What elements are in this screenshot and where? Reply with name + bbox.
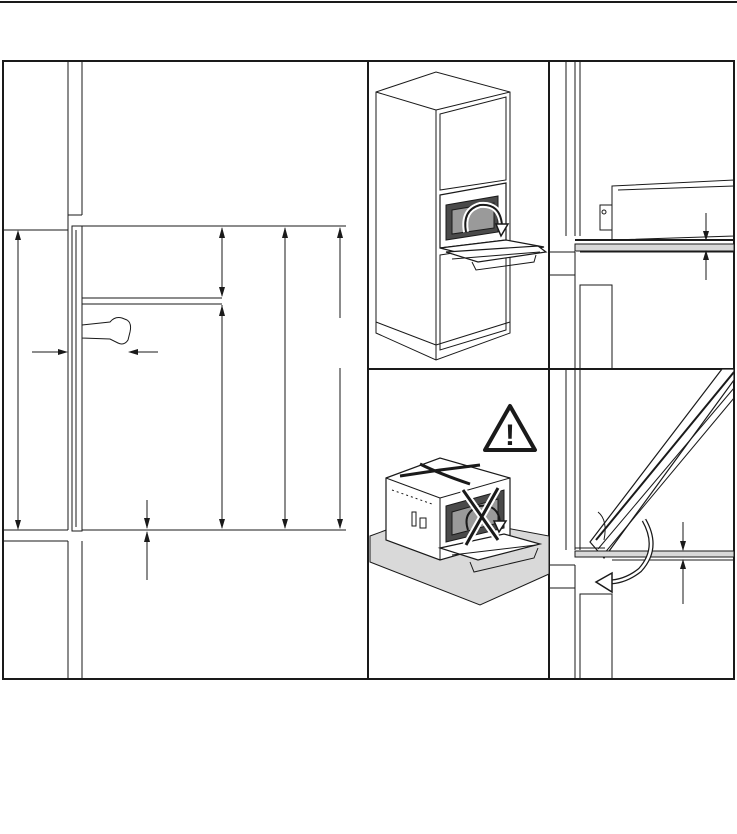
curved-arrow-icon xyxy=(596,573,612,592)
dimension-arrow-icon xyxy=(128,349,138,355)
dimension-arrow-icon xyxy=(15,520,21,530)
panel-door-gap-side-view xyxy=(549,61,734,369)
floor-strip xyxy=(575,244,734,251)
dimension-arrow-icon xyxy=(680,541,686,551)
door-handle xyxy=(82,318,131,345)
panel-installation-dimensions xyxy=(3,61,346,679)
appliance-body xyxy=(612,180,734,240)
panel-tall-cabinet-door-open xyxy=(376,72,546,360)
dimension-arrow-icon xyxy=(58,349,68,355)
warning-exclamation: ! xyxy=(505,419,515,452)
panel-warning-do-not-lift-by-door: ! xyxy=(370,406,549,605)
appliance-front-panel xyxy=(72,226,82,531)
panel-door-swing-side-view xyxy=(549,369,734,679)
dimension-arrow-icon xyxy=(15,230,21,240)
